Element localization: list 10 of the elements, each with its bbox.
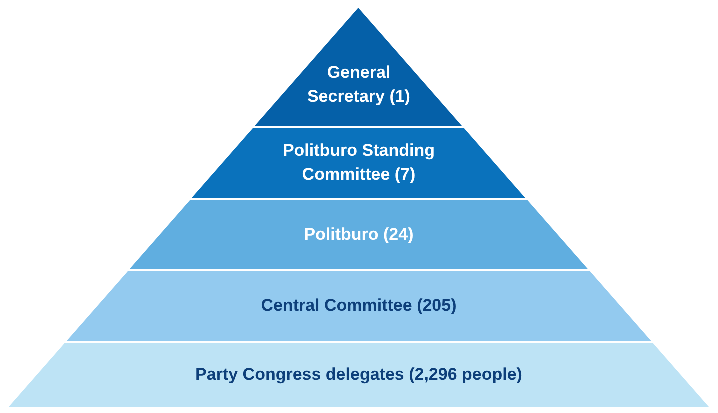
pyramid-apex	[255, 8, 462, 126]
pyramid-tier	[9, 343, 709, 407]
tier-label: General Secretary (1)	[306, 62, 412, 108]
pyramid-tier	[192, 128, 526, 198]
tier-label: Central Committee (205)	[261, 295, 457, 317]
tier-label: Party Congress delegates (2,296 people)	[196, 364, 522, 386]
pyramid-tier	[66, 271, 652, 341]
tier-label: Politburo Standing Committee (7)	[282, 140, 436, 186]
tier-label: Politburo (24)	[304, 224, 414, 246]
pyramid-tier	[130, 200, 588, 269]
